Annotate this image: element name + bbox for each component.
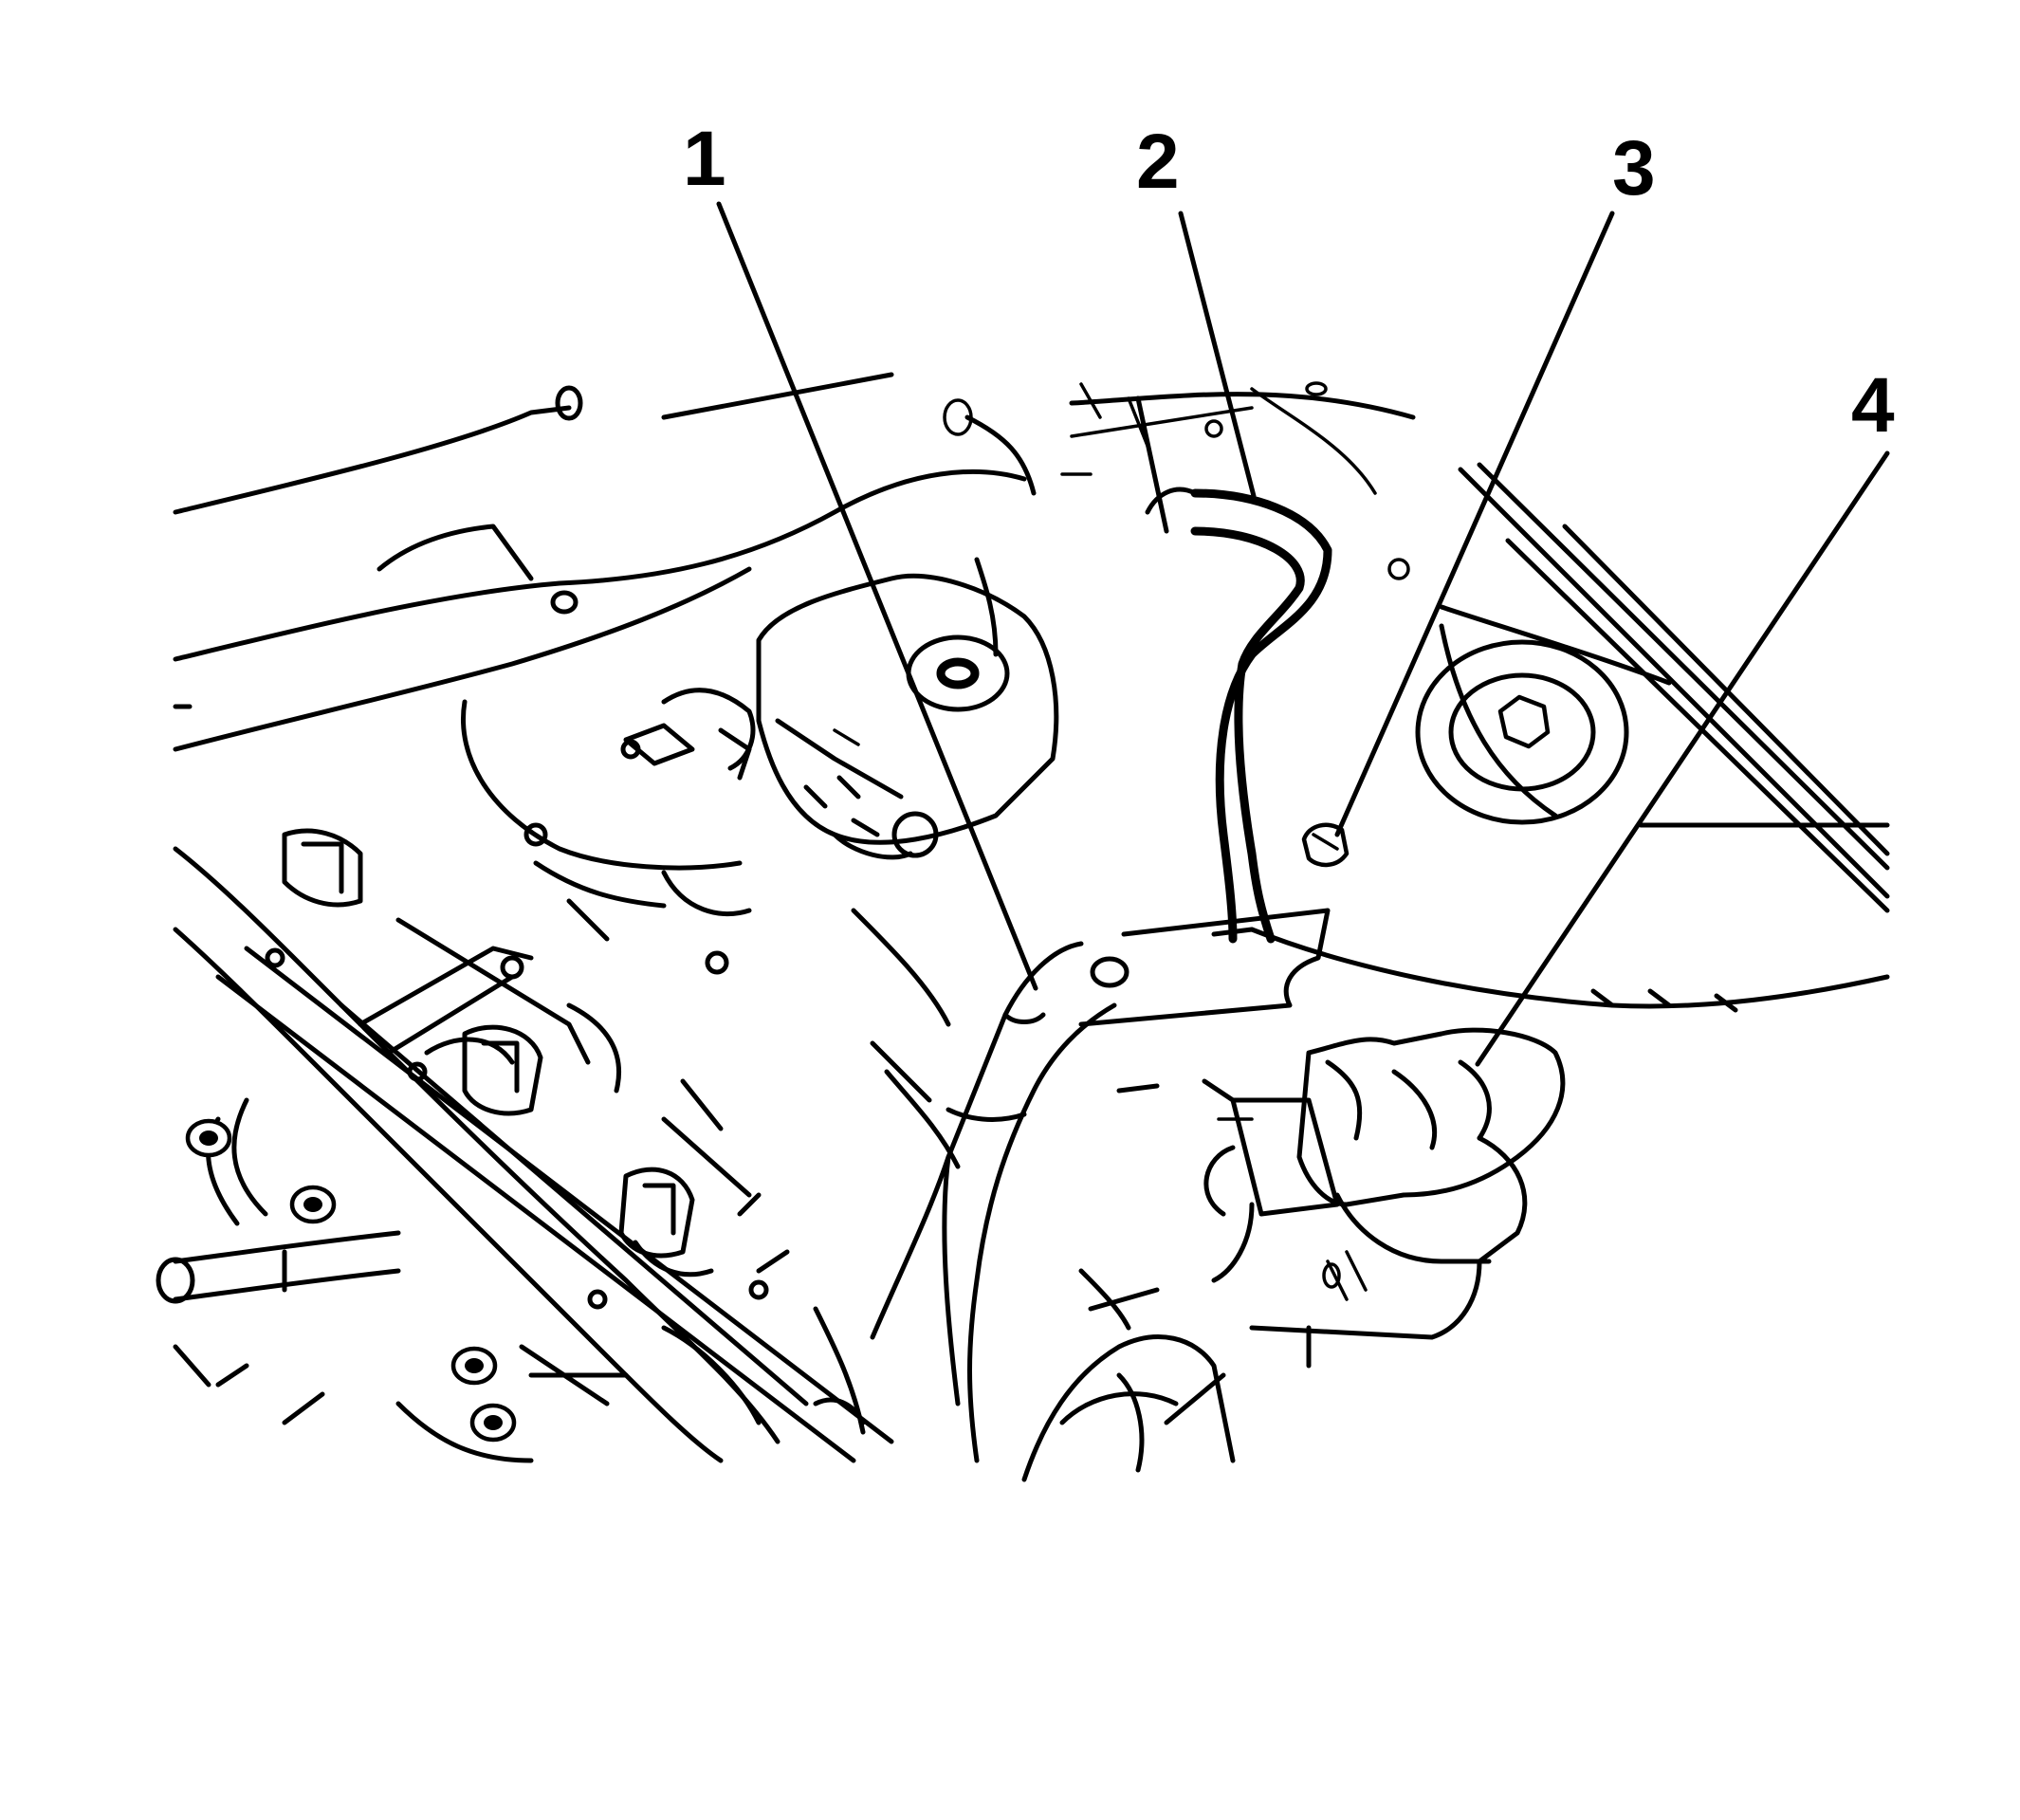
brake-booster-housing — [461, 699, 752, 975]
callout-2: 2 — [1136, 119, 1180, 205]
control-module — [1116, 1027, 1566, 1369]
lower-intake-bracket — [1021, 1268, 1236, 1482]
strut-tower — [1249, 462, 1890, 1013]
vent-hose — [1145, 487, 1332, 944]
callout-1: 1 — [683, 116, 726, 202]
leader-line-2 — [1178, 211, 1257, 499]
mounting-bracket — [1078, 908, 1331, 1027]
leader-line-3 — [1334, 211, 1615, 837]
leader-lines — [716, 201, 1890, 1067]
callout-4: 4 — [1851, 362, 1895, 449]
vacuum-hose — [870, 941, 1117, 1463]
leader-line-1 — [716, 201, 1038, 991]
misc-outlines — [851, 382, 1169, 1169]
hose-clip — [1301, 822, 1350, 868]
fuel-rail-assembly — [156, 828, 894, 1463]
callout-3: 3 — [1612, 125, 1656, 211]
radiator-support-bar — [173, 469, 1027, 752]
callout-labels: 1 2 3 4 — [683, 116, 1895, 449]
leader-line-4 — [1475, 450, 1890, 1067]
